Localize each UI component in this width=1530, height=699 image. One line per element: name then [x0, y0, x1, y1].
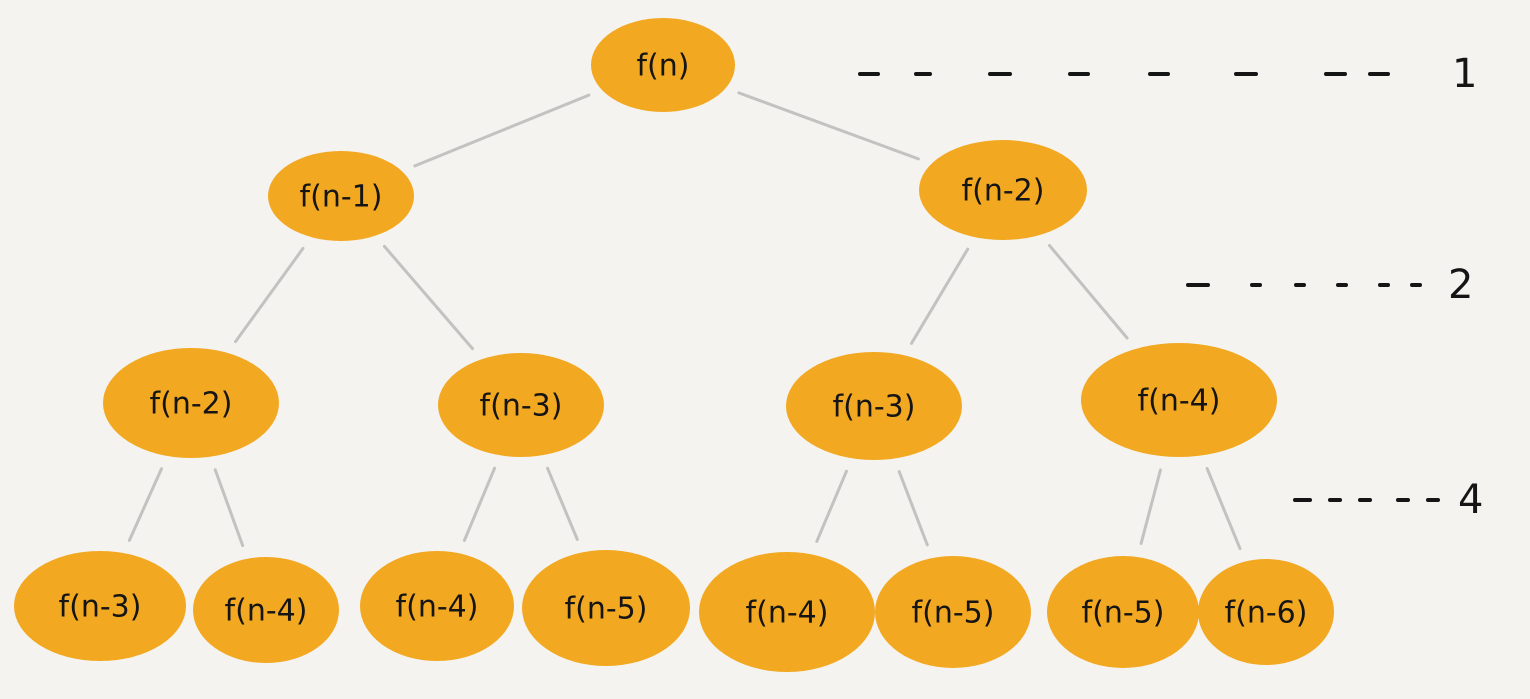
edge-n0-n1 [413, 93, 591, 168]
tree-node-n13: f(n-5) [1047, 556, 1199, 668]
node-bubble [919, 140, 1087, 240]
node-bubble [1081, 343, 1277, 457]
tree-node-n2: f(n-2) [919, 140, 1087, 240]
edge-n2-n6 [1048, 244, 1129, 340]
tree-node-n5: f(n-3) [786, 352, 962, 460]
tree-node-n4: f(n-3) [438, 353, 604, 457]
node-label: f(n-2) [962, 174, 1045, 209]
node-label: f(n-2) [150, 387, 233, 422]
level-count-label: 4 [1458, 477, 1483, 523]
tree-node-n9: f(n-4) [360, 551, 514, 661]
edge-n3-n8 [213, 468, 245, 548]
edge-n6-n13 [1139, 468, 1162, 545]
tree-node-n3: f(n-2) [103, 348, 279, 458]
nodes-layer: f(n) f(n-1) f(n-2) f(n-2) f(n-3) f(n-3) f(n-4)… [14, 18, 1334, 672]
edge-n6-n14 [1205, 466, 1242, 551]
node-label: f(n-3) [833, 390, 916, 425]
node-bubble [1198, 559, 1334, 665]
node-bubble [438, 353, 604, 457]
tree-node-n12: f(n-5) [875, 556, 1031, 668]
node-label: f(n-3) [59, 590, 142, 625]
node-label: f(n-4) [225, 594, 308, 629]
edge-n1-n4 [382, 244, 474, 351]
node-bubble [1047, 556, 1199, 668]
node-bubble [360, 551, 514, 661]
edge-n5-n12 [897, 470, 929, 547]
node-bubble [699, 552, 875, 672]
tree-node-n7: f(n-3) [14, 551, 186, 661]
node-label: f(n-1) [300, 180, 383, 215]
node-label: f(n-4) [746, 596, 829, 631]
edge-n3-n7 [127, 467, 163, 542]
edges-layer [127, 91, 1242, 551]
node-label: f(n-6) [1225, 596, 1308, 631]
node-bubble [875, 556, 1031, 668]
node-bubble [786, 352, 962, 460]
level-annotation-0: 1 [858, 51, 1477, 97]
edge-n2-n5 [910, 247, 970, 345]
tree-node-n10: f(n-5) [522, 550, 690, 666]
node-label: f(n) [637, 49, 690, 84]
level-annotation-1: 2 [1186, 262, 1473, 308]
node-label: f(n-5) [912, 596, 995, 631]
tree-node-n6: f(n-4) [1081, 343, 1277, 457]
node-bubble [103, 348, 279, 458]
tree-node-n8: f(n-4) [193, 557, 339, 663]
edge-n4-n10 [546, 466, 579, 541]
node-bubble [522, 550, 690, 666]
tree-node-n14: f(n-6) [1198, 559, 1334, 665]
edge-n1-n3 [234, 246, 305, 344]
tree-node-n11: f(n-4) [699, 552, 875, 672]
node-label: f(n-5) [565, 592, 648, 627]
edge-n5-n11 [815, 469, 848, 543]
level-count-label: 1 [1452, 51, 1477, 97]
node-label: f(n-5) [1082, 596, 1165, 631]
level-count-label: 2 [1448, 262, 1473, 308]
edge-n4-n9 [462, 466, 497, 542]
level-annotation-3: 4 [1293, 477, 1483, 523]
node-bubble [591, 18, 735, 112]
level-count-annotations: 1 2 4 [858, 51, 1483, 523]
node-bubble [268, 151, 414, 241]
node-label: f(n-3) [480, 389, 563, 424]
tree-node-n1: f(n-1) [268, 151, 414, 241]
node-label: f(n-4) [1138, 384, 1221, 419]
node-bubble [14, 551, 186, 661]
node-label: f(n-4) [396, 590, 479, 625]
edge-n0-n2 [737, 91, 920, 161]
node-bubble [193, 557, 339, 663]
tree-node-n0: f(n) [591, 18, 735, 112]
